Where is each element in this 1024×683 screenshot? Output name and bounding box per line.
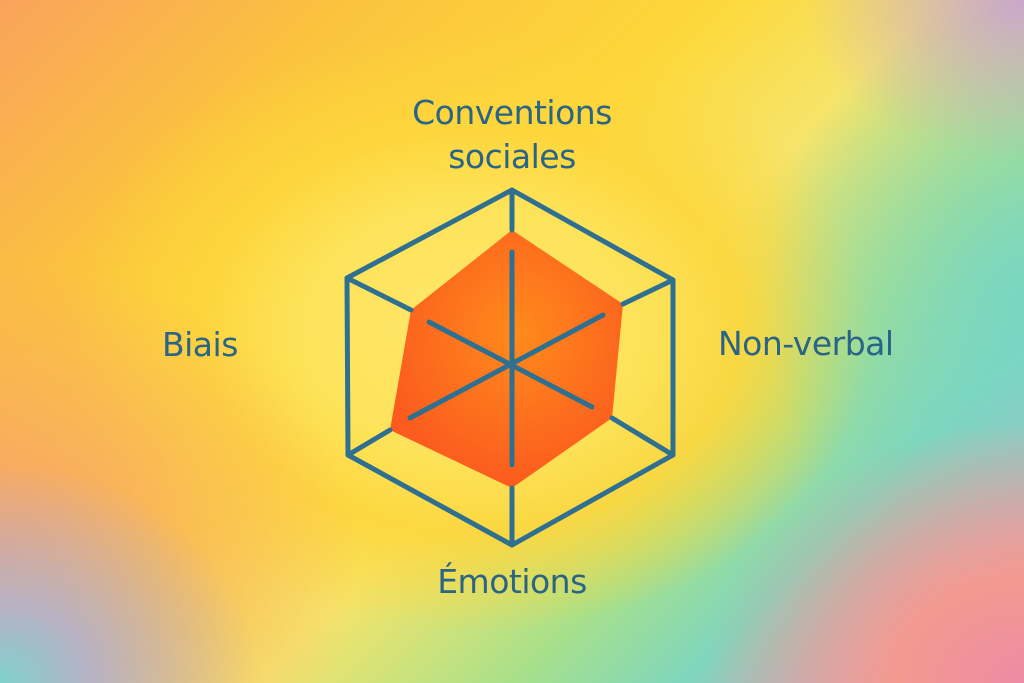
axis-label-sociales: sociales xyxy=(448,137,576,176)
axis-label-non-verbal: Non-verbal xyxy=(718,324,894,363)
inner-spokes xyxy=(407,249,606,468)
axis-label-conventions: Conventions xyxy=(412,93,612,132)
data-polygon xyxy=(390,230,623,488)
outer-spokes xyxy=(344,187,676,548)
axis-label-emotions: Émotions xyxy=(437,562,587,601)
axis-label-biais: Biais xyxy=(162,325,238,364)
